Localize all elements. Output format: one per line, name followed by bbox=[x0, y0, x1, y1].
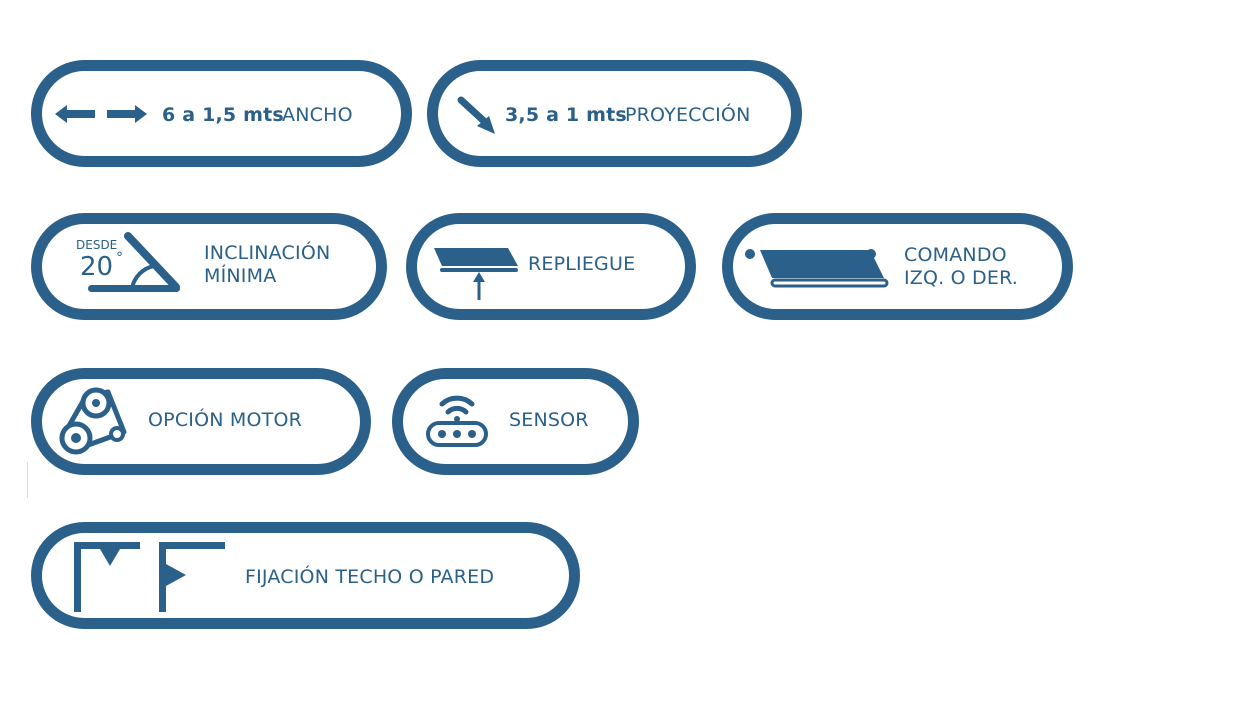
comando-label-line2: IZQ. O DER. bbox=[904, 267, 1019, 289]
inclinacion-label-line1: INCLINACIÓN bbox=[204, 242, 331, 264]
ancho-value: 6 a 1,5 mts bbox=[162, 104, 284, 126]
sensor-label: SENSOR bbox=[509, 409, 589, 431]
repliegue-label: REPLIEGUE bbox=[528, 253, 636, 275]
diagonal-arrow-icon bbox=[457, 96, 495, 134]
proyeccion-label: PROYECCIÓN bbox=[625, 104, 751, 126]
feature-proyeccion bbox=[427, 60, 802, 167]
motor-label: OPCIÓN MOTOR bbox=[148, 409, 303, 431]
feature-comando bbox=[722, 213, 1073, 320]
divider bbox=[27, 462, 28, 498]
angle-icon: DESDE 20 ° bbox=[76, 232, 180, 292]
inclinacion-label-line2: MÍNIMA bbox=[204, 265, 277, 287]
feature-repliegue bbox=[406, 213, 696, 320]
angle-icon-desde-text: DESDE bbox=[76, 238, 117, 252]
feature-sensor bbox=[392, 368, 639, 475]
fijacion-label: FIJACIÓN TECHO O PARED bbox=[245, 566, 495, 588]
feature-inclinacion bbox=[31, 213, 387, 320]
wall-ceiling-mount-icon bbox=[74, 542, 225, 612]
feature-motor bbox=[31, 368, 371, 475]
retract-icon bbox=[434, 248, 518, 300]
command-icon bbox=[745, 249, 889, 288]
proyeccion-value: 3,5 a 1 mts bbox=[505, 104, 627, 126]
feature-fijacion bbox=[31, 522, 580, 629]
comando-label-line1: COMANDO bbox=[904, 244, 1007, 266]
left-right-arrows-icon bbox=[55, 105, 147, 123]
wifi-sensor-icon bbox=[426, 395, 488, 447]
ancho-label: ANCHO bbox=[282, 104, 353, 126]
motor-belt-icon bbox=[59, 387, 127, 455]
angle-icon-angle-text: 20 bbox=[80, 252, 113, 282]
angle-icon-degree-text: ° bbox=[116, 250, 123, 266]
